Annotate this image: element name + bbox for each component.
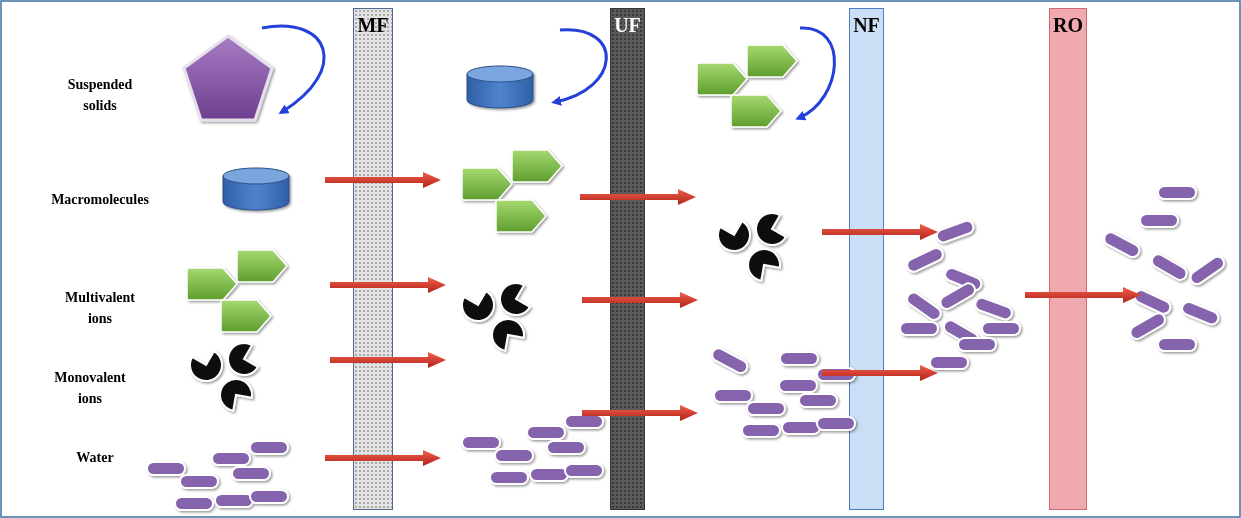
macromolecule — [223, 168, 289, 210]
row-label: Multivalent ions — [55, 287, 145, 329]
multivalent-ions — [462, 150, 562, 232]
monovalent-ions — [456, 277, 538, 353]
particles — [147, 36, 1227, 510]
water-molecules — [900, 219, 1020, 369]
membrane-label: NF — [853, 13, 880, 37]
membrane-label: MF — [357, 13, 388, 37]
membrane-label: RO — [1053, 13, 1083, 37]
uf-membrane: UF — [610, 8, 645, 510]
row-label: Macromolecules — [35, 189, 165, 210]
water-molecules — [147, 441, 288, 510]
macromolecule — [467, 66, 533, 108]
suspended-solid — [184, 36, 272, 120]
water-molecules — [710, 346, 855, 437]
rejection-arrows — [262, 26, 834, 118]
water-molecules — [462, 415, 603, 484]
passing-arrows — [325, 172, 1141, 466]
row-label: Water — [55, 447, 135, 468]
row-label: Suspended solids — [55, 74, 145, 116]
mf-membrane: MF — [353, 8, 393, 510]
nf-membrane: NF — [849, 8, 884, 510]
row-label: Monovalent ions — [45, 367, 135, 409]
membrane-label: UF — [614, 13, 641, 37]
ro-membrane: RO — [1049, 8, 1087, 510]
water-molecules — [1102, 186, 1227, 351]
monovalent-ions — [184, 337, 266, 413]
multivalent-ions — [187, 250, 287, 332]
multivalent-ions — [697, 45, 797, 127]
monovalent-ions — [712, 207, 794, 283]
